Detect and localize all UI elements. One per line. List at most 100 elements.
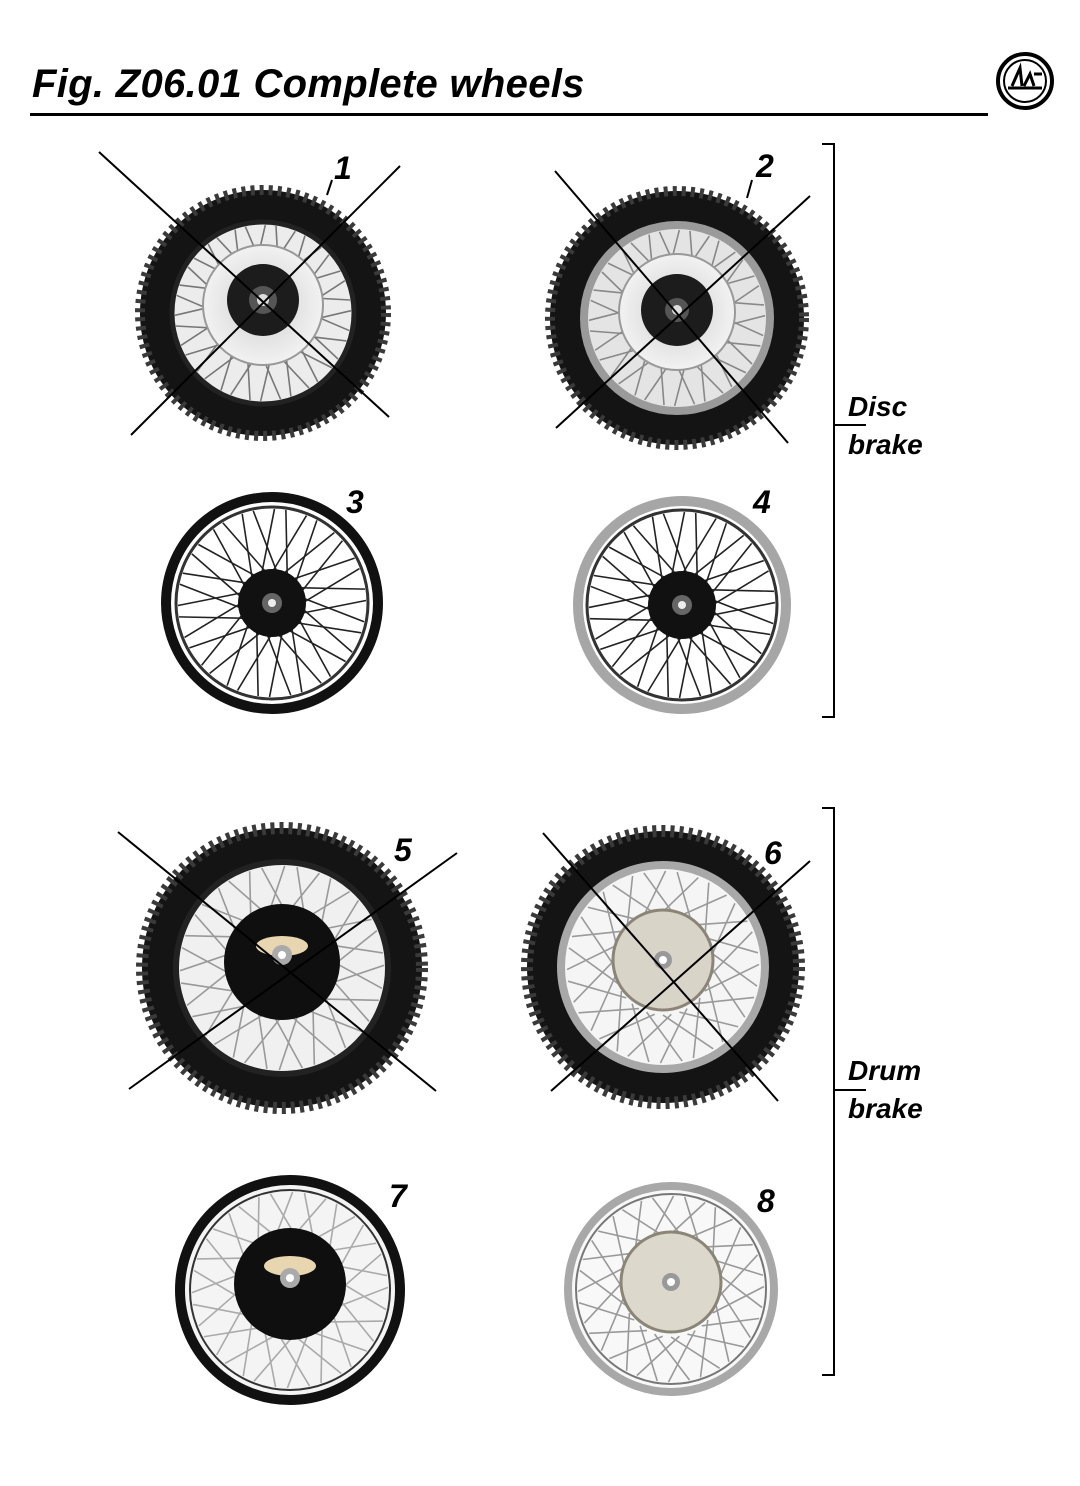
spoke [631, 1003, 650, 1063]
spoke [588, 592, 662, 609]
spoke [295, 540, 344, 600]
spoke [292, 520, 318, 592]
wheel-4-disc-chrome-rim [573, 496, 791, 714]
spoke [578, 1007, 640, 1014]
spoke [636, 616, 662, 687]
spoke [659, 1008, 688, 1064]
spoke [715, 1305, 730, 1362]
spoke [285, 510, 289, 585]
spoke [702, 523, 728, 594]
spoke [611, 608, 659, 668]
spoke [616, 990, 623, 1052]
spoke [705, 542, 753, 602]
callout-1: 1 [334, 150, 352, 186]
spoke [687, 1333, 744, 1348]
callout-leaders [326, 179, 753, 199]
spoke [566, 942, 622, 971]
spoke [590, 975, 617, 1031]
spoke [718, 1288, 751, 1339]
callout-4: 4 [753, 484, 771, 520]
drum-label-line1: Drum [848, 1055, 922, 1086]
spoke [704, 963, 760, 992]
spoke [662, 1014, 714, 1050]
spoke [580, 916, 616, 968]
wheel-3-disc-black-rim [161, 492, 383, 714]
wheel-1-disc-front-complete [135, 185, 391, 441]
spoke [600, 1297, 625, 1351]
spoke [573, 958, 617, 1003]
figure-title: Fig. Z06.01 Complete wheels [32, 62, 585, 106]
spoke [589, 1329, 648, 1335]
spoke [177, 590, 252, 607]
spoke [699, 1319, 709, 1378]
spoke [583, 1280, 625, 1324]
wheel-8-drum-chrome-rim [564, 1182, 778, 1396]
spoke [667, 1330, 696, 1383]
spoke [679, 1011, 739, 1028]
spoke [226, 614, 252, 686]
disc-label-line1: Disc [848, 391, 908, 422]
wheel-5-drum-complete-black [136, 822, 428, 1114]
spoke [599, 1013, 655, 1040]
spoke [645, 1011, 683, 1062]
spoke [681, 628, 732, 685]
spoke [577, 1264, 630, 1293]
spoke [712, 1285, 765, 1314]
callout-3: 3 [346, 484, 364, 520]
drum-label-line2: brake [848, 1093, 923, 1124]
spoke [710, 966, 746, 1018]
spoke [709, 903, 736, 959]
spoke [673, 627, 702, 697]
callout-2: 2 [756, 148, 774, 184]
spoke [595, 600, 659, 640]
spoke [704, 596, 774, 625]
spoke [294, 594, 365, 623]
spoke [609, 1335, 663, 1360]
spoke [184, 598, 249, 639]
spoke [692, 997, 701, 1059]
spoke [290, 586, 365, 590]
spoke [591, 1239, 624, 1290]
spoke [287, 620, 362, 634]
spoke [665, 623, 670, 697]
spoke [632, 525, 683, 582]
spoke [697, 622, 771, 636]
spoke [608, 546, 675, 584]
callout-6: 6 [764, 835, 782, 871]
spoke [271, 626, 322, 684]
spoke [200, 606, 249, 666]
spoke [717, 1227, 742, 1281]
cross-marks [98, 151, 811, 1102]
spoke [639, 1325, 659, 1382]
spoke [694, 513, 699, 587]
disc-label-line2: brake [848, 429, 923, 460]
spoke [653, 1333, 691, 1381]
spoke [182, 572, 257, 586]
spoke [255, 621, 259, 696]
disc-brake-label: Disc brake [848, 388, 923, 464]
wheel-7-drum-black-rim [175, 1175, 405, 1405]
spoke [715, 1271, 763, 1309]
spoke [579, 1269, 627, 1307]
callout-5: 5 [394, 832, 412, 868]
spoke [717, 1254, 759, 1298]
spoke [627, 1013, 672, 1057]
spoke [693, 996, 755, 1005]
spoke [700, 588, 774, 593]
spoke [568, 947, 619, 985]
spoke [279, 624, 346, 663]
spoke [593, 574, 667, 588]
spoke [670, 1336, 721, 1369]
spoke [707, 983, 724, 1043]
group-brackets [822, 143, 866, 1376]
wheel-6-drum-complete-chrome [521, 825, 805, 1109]
callout-7: 7 [389, 1178, 407, 1214]
spoke [252, 510, 281, 581]
spoke [662, 513, 691, 583]
spoke [707, 949, 758, 987]
spoke [689, 626, 756, 664]
brand-logo-icon [996, 52, 1054, 110]
spoke [263, 625, 292, 696]
spoke [709, 931, 753, 976]
